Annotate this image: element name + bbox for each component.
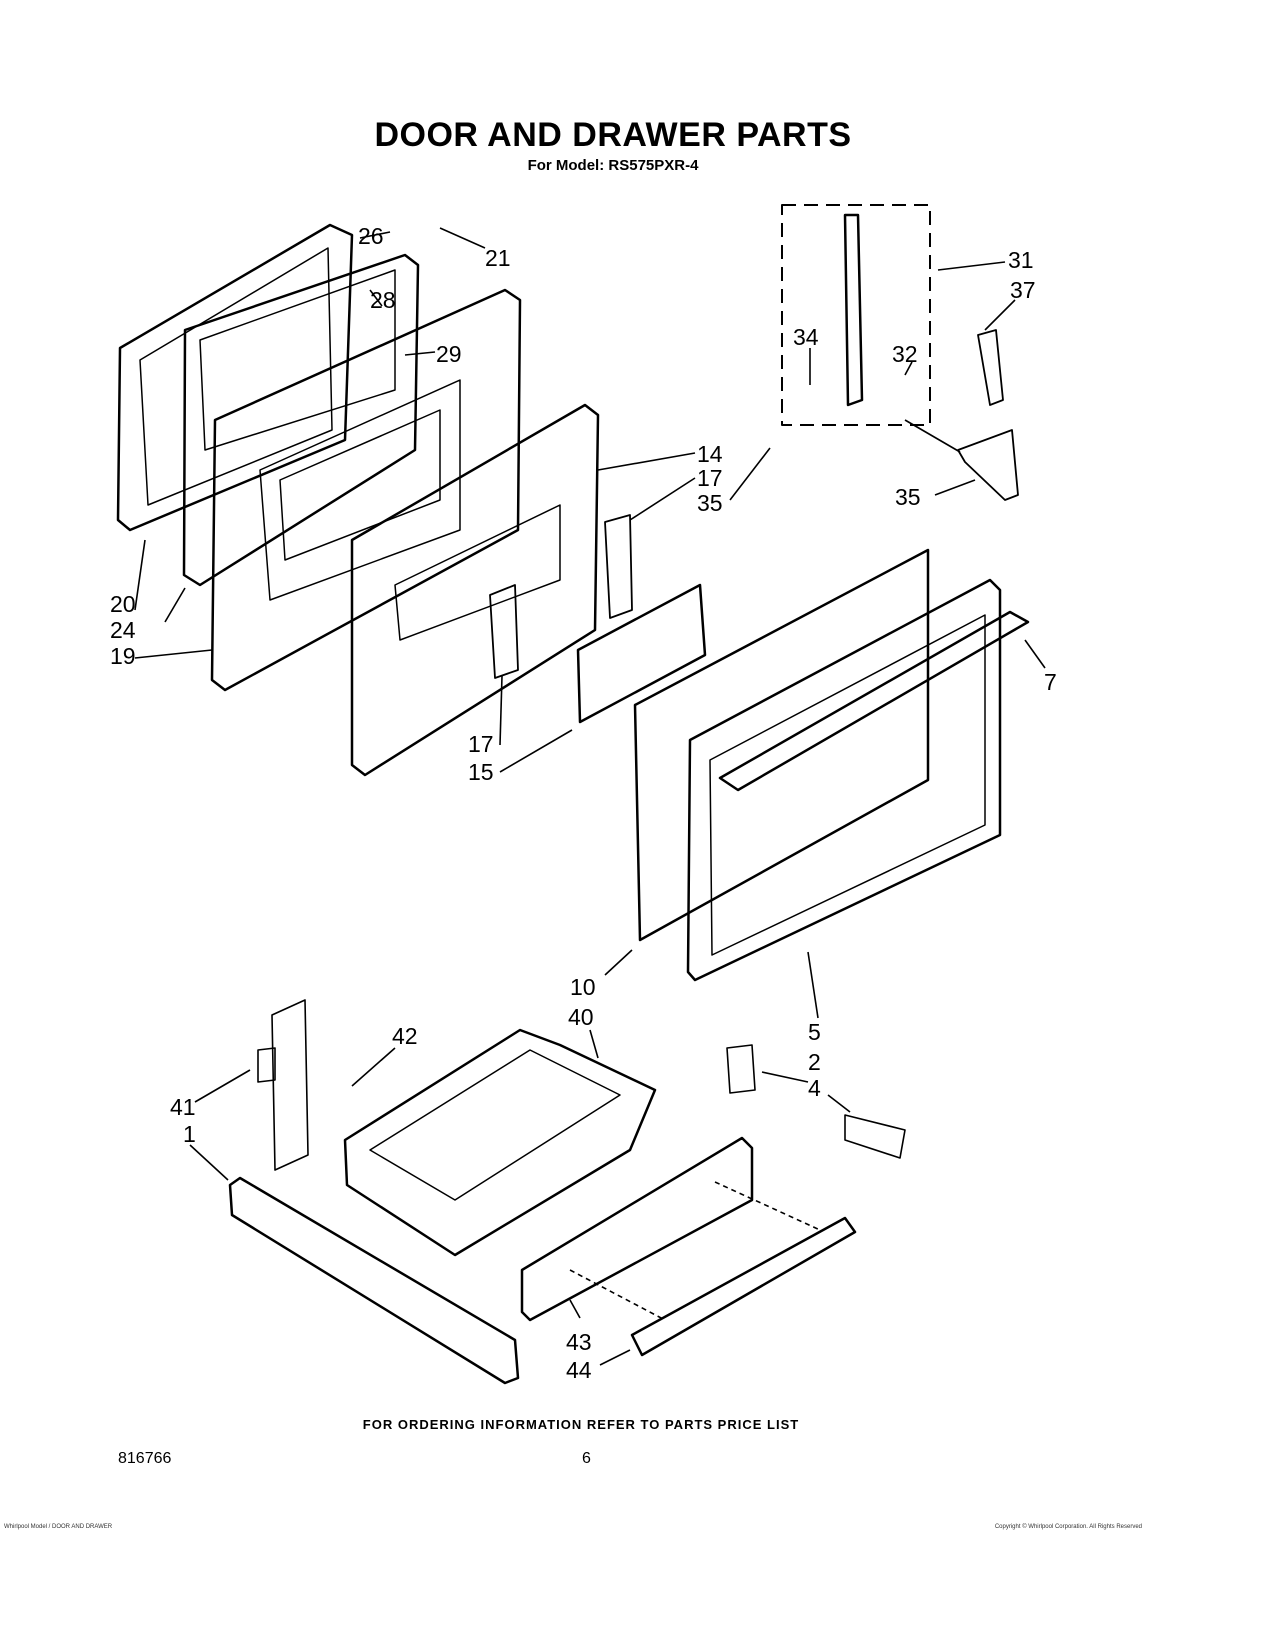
callout-31: 31 bbox=[1008, 247, 1034, 273]
drawer-slide-rail bbox=[228, 1176, 520, 1385]
callout-21: 21 bbox=[485, 245, 511, 271]
small-glass-panel bbox=[576, 583, 707, 724]
drawer-clip-lower bbox=[844, 1114, 906, 1159]
page-number: 6 bbox=[582, 1450, 591, 1467]
door-back-panel bbox=[116, 223, 354, 532]
callout-42: 42 bbox=[392, 1023, 418, 1049]
callout-26: 26 bbox=[358, 223, 384, 249]
callout-5: 5 bbox=[808, 1019, 821, 1045]
callout-40: 40 bbox=[568, 1004, 594, 1030]
callout-14: 14 bbox=[697, 441, 723, 467]
callout-10: 10 bbox=[570, 974, 596, 1000]
door-liner-opening bbox=[259, 379, 461, 601]
door-panel-window bbox=[394, 504, 561, 641]
drawer-guide-clip bbox=[257, 1047, 276, 1083]
hinge-lever bbox=[957, 429, 1019, 501]
callout-28: 28 bbox=[370, 287, 396, 313]
callout-36: 35 bbox=[697, 490, 723, 516]
door-handle bbox=[718, 610, 1030, 792]
document-number: 816766 bbox=[118, 1450, 172, 1467]
drawer-handle bbox=[630, 1216, 857, 1357]
callout-20: 20 bbox=[110, 591, 136, 617]
drawer-clip-upper bbox=[726, 1044, 756, 1094]
callout-37: 37 bbox=[1010, 277, 1036, 303]
page-title: DOOR AND DRAWER PARTS bbox=[374, 116, 852, 154]
callout-29: 29 bbox=[436, 341, 462, 367]
callout-4: 4 bbox=[808, 1075, 821, 1101]
callout-34: 34 bbox=[793, 324, 819, 350]
callout-1: 1 bbox=[183, 1121, 196, 1147]
callout-24: 24 bbox=[110, 617, 136, 643]
callout-19: 19 bbox=[110, 643, 136, 669]
hinge-spring bbox=[977, 329, 1004, 406]
callout-44: 44 bbox=[566, 1357, 592, 1383]
door-back-panel-inner bbox=[139, 247, 333, 506]
drawer-inner bbox=[369, 1049, 621, 1201]
hinge-bracket-center bbox=[489, 584, 519, 679]
door-window-glass-small bbox=[199, 269, 396, 451]
callout-17-right: 17 bbox=[697, 465, 723, 491]
callout-17-left: 17 bbox=[468, 731, 494, 757]
door-liner-window bbox=[279, 409, 441, 561]
callout-2: 2 bbox=[808, 1049, 821, 1075]
ordering-note: FOR ORDERING INFORMATION REFER TO PARTS … bbox=[362, 1417, 800, 1432]
outer-door-inner bbox=[709, 614, 986, 956]
hinge-assembly-box bbox=[781, 204, 931, 426]
fine-print-right: Copyright © Whirlpool Corporation. All R… bbox=[994, 1524, 1142, 1530]
drawer-body bbox=[343, 1028, 657, 1257]
callout-41: 41 bbox=[170, 1094, 196, 1120]
door-window-frame bbox=[182, 253, 420, 587]
callout-32: 32 bbox=[892, 341, 918, 367]
drawer-front bbox=[520, 1136, 754, 1322]
hinge-bracket bbox=[604, 514, 633, 619]
hinge-arm bbox=[843, 213, 864, 407]
callout-43: 43 bbox=[566, 1329, 592, 1355]
drawer-side-panel bbox=[271, 999, 309, 1171]
model-subtitle: For Model: RS575PXR-4 bbox=[527, 157, 699, 174]
outer-door-frame bbox=[686, 578, 1002, 982]
callout-7: 7 bbox=[1044, 669, 1057, 695]
door-panel bbox=[350, 403, 600, 777]
callout-15: 15 bbox=[468, 759, 494, 785]
large-glass-panel bbox=[633, 548, 930, 942]
callout-35: 35 bbox=[895, 484, 921, 510]
door-inner-liner bbox=[210, 288, 522, 692]
fine-print-left: Whirlpool Model / DOOR AND DRAWER bbox=[4, 1524, 113, 1530]
